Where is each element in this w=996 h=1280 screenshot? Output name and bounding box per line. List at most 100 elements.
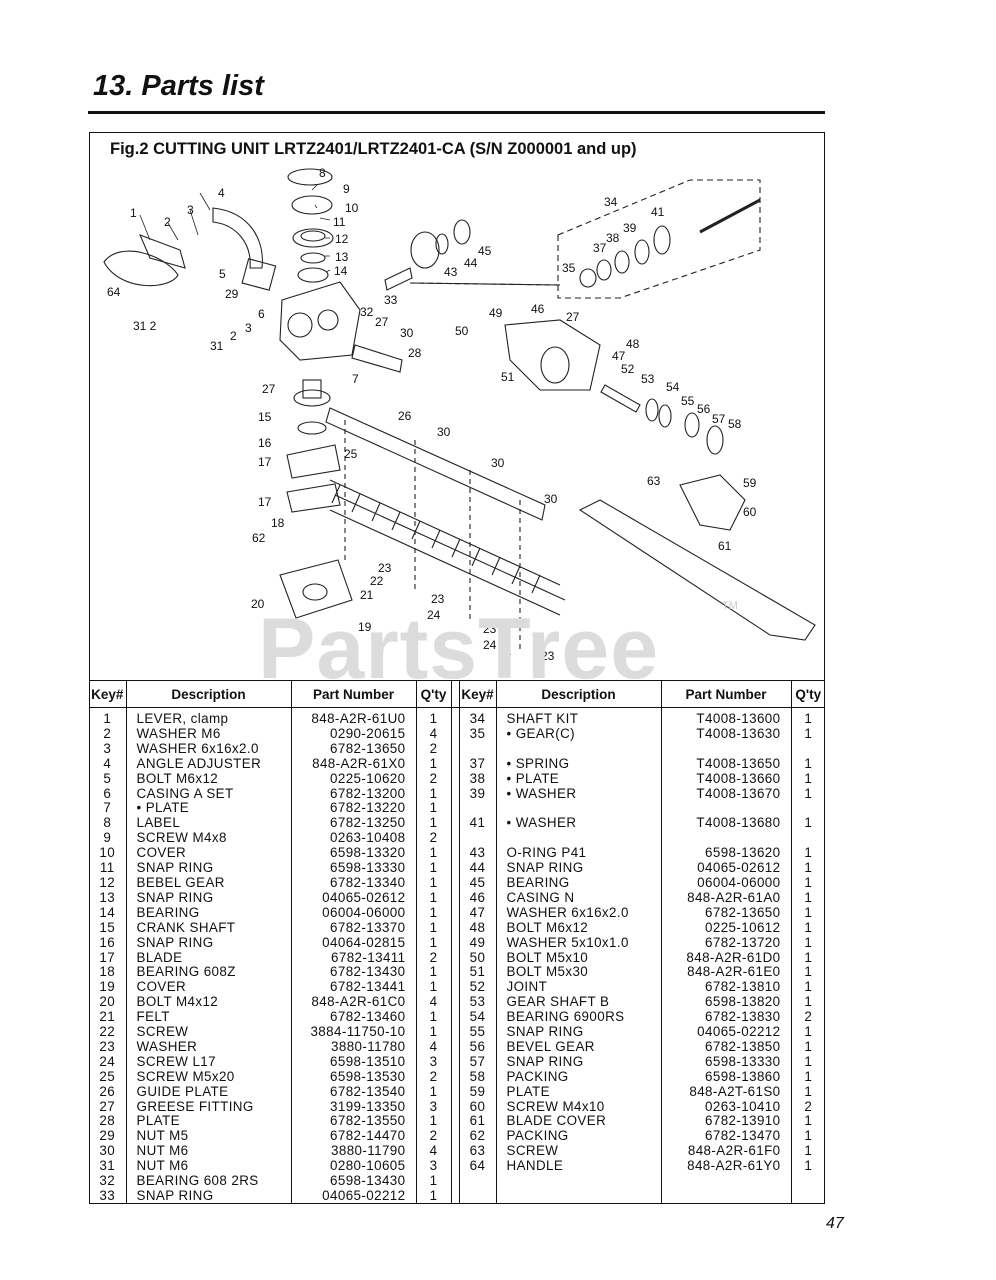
header-qty: Q'ty (790, 680, 825, 708)
cell-part-number: 6598-13510 (290, 1054, 416, 1070)
cell-part-number: 6782-13650 (660, 905, 791, 921)
callout-24b: 24 (483, 638, 497, 652)
header-part-number: Part Number (660, 680, 791, 708)
cell-key: 21 (99, 1009, 116, 1025)
cell-qty: 1 (415, 935, 451, 951)
cell-key: 43 (469, 845, 486, 861)
cell-qty: 2 (790, 1099, 825, 1115)
cell-key: 12 (99, 874, 116, 890)
cell-qty: 1 (790, 905, 825, 921)
cell-part-number: 04065-02612 (290, 890, 416, 906)
cell-qty: 1 (790, 707, 825, 727)
cell-part-number: 6782-13810 (660, 979, 791, 996)
cell-key: 22 (99, 1024, 116, 1040)
cell-description: CASING A SET (125, 786, 291, 802)
cell-part-number: 6782-13430 (290, 965, 416, 981)
callout-12: 12 (335, 232, 349, 246)
cell-description: WASHER 6x16x2.0 (125, 741, 291, 757)
cell-key: 6 (103, 785, 112, 801)
cell-description: WASHER (125, 1039, 291, 1055)
snap-ring-part (300, 252, 326, 264)
cell-qty: 4 (415, 726, 451, 742)
callout-50: 50 (455, 324, 469, 338)
cell-part-number: 04065-02212 (290, 1188, 416, 1204)
cell-description: SCREW M4x10 (495, 1099, 661, 1115)
cell-qty: 1 (415, 1188, 451, 1204)
handle-part (103, 250, 179, 287)
callout-31b: 31 (210, 339, 224, 353)
header-description: Description (495, 680, 661, 708)
cell-description: BOLT M5x30 (495, 965, 661, 981)
cell-description: GUIDE PLATE (125, 1084, 291, 1100)
cell-part-number: 848-A2T-61S0 (660, 1084, 791, 1100)
cell-part-number: T4008-13680 (660, 815, 791, 832)
cell-part-number: 848-A2R-61C0 (290, 994, 416, 1011)
callout-46: 46 (531, 302, 545, 316)
cell-key: 3 (103, 740, 112, 756)
cell-qty: 1 (790, 771, 825, 787)
cell-key: 24 (99, 1053, 116, 1069)
header-key: Key# (89, 680, 126, 708)
callout-33: 33 (384, 293, 398, 307)
cell-key: 11 (99, 860, 115, 876)
callout-41: 41 (651, 205, 665, 219)
cell-key: 9 (103, 830, 112, 846)
cell-qty: 1 (415, 707, 451, 727)
callout-52: 52 (621, 362, 635, 376)
o-ring-part (410, 231, 440, 269)
cell-part-number: 6598-13820 (660, 994, 791, 1011)
cell-qty: 2 (415, 741, 451, 757)
callout-7: 7 (352, 372, 359, 386)
shaft-kit-box (557, 179, 761, 299)
cell-description: PACKING (495, 1128, 661, 1145)
callout-60: 60 (743, 505, 757, 519)
cell-part-number: 3199-13350 (290, 1099, 416, 1115)
cell-qty: 1 (415, 905, 451, 921)
cell-part-number: 6782-13370 (290, 920, 416, 936)
cell-key: 10 (99, 845, 116, 861)
cell-key: 35 (469, 725, 486, 741)
cell-key: 19 (99, 979, 116, 995)
cell-part-number: 6782-13250 (290, 815, 416, 832)
callout-20: 20 (251, 597, 265, 611)
cell-qty: 1 (790, 965, 825, 981)
cell-part-number: 6782-13411 (290, 950, 416, 966)
cell-key: 5 (103, 770, 112, 786)
cell-qty: 1 (790, 1128, 825, 1145)
callout-16: 16 (258, 436, 272, 450)
cell-description: BOLT M4x12 (125, 994, 291, 1011)
cell-part-number: 6782-13460 (290, 1009, 416, 1026)
cell-key: 25 (99, 1068, 116, 1084)
cell-part-number: 06004-06000 (660, 875, 791, 891)
callout-18: 18 (271, 516, 285, 530)
cell-key: 15 (99, 919, 116, 935)
cell-description: • PLATE (125, 801, 291, 817)
cell-part-number: 6782-13550 (290, 1114, 416, 1130)
cell-key: 50 (469, 949, 486, 965)
callout-1: 1 (130, 206, 137, 220)
cell-part-number: 6598-13330 (290, 860, 416, 876)
cell-key: 51 (469, 964, 486, 980)
cell-description: BEARING (125, 905, 291, 921)
callout-51: 51 (501, 370, 515, 384)
bracket-part (241, 258, 277, 291)
cell-key: 8 (103, 815, 112, 831)
callout-24: 24 (427, 608, 441, 622)
cell-qty: 1 (415, 860, 451, 876)
cell-description: BOLT M5x10 (495, 950, 661, 966)
cell-qty: 1 (415, 875, 451, 891)
cell-qty: 1 (415, 1173, 451, 1189)
cell-key: 26 (99, 1083, 116, 1099)
cell-part-number: T4008-13600 (660, 707, 791, 727)
plate-59-part (679, 474, 746, 531)
cell-qty: 4 (415, 994, 451, 1011)
callout-58: 58 (728, 417, 742, 431)
plate-part (351, 344, 403, 373)
